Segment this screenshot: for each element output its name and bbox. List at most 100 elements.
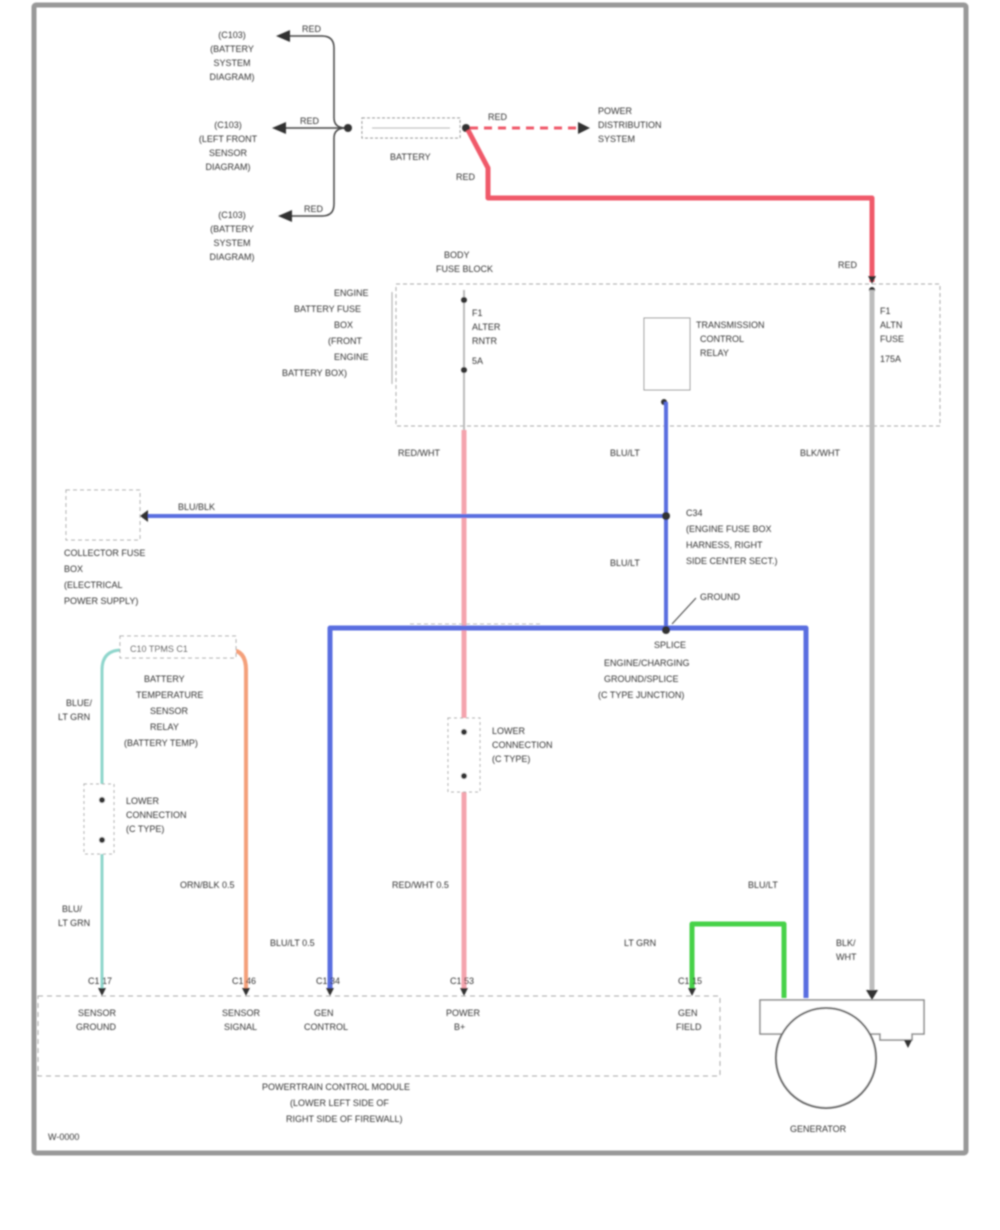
svg-text:SIDE CENTER SECT.): SIDE CENTER SECT.) — [686, 556, 778, 566]
svg-text:C1 53: C1 53 — [450, 976, 474, 986]
fuse-wire-mid-label: BLU/LT — [610, 448, 640, 458]
svg-text:C1 34: C1 34 — [316, 976, 340, 986]
label-red-bottom: RED/WHT 0.5 — [392, 880, 449, 890]
svg-text:BLU/: BLU/ — [62, 904, 83, 914]
svg-text:(LOWER LEFT SIDE OF: (LOWER LEFT SIDE OF — [290, 1098, 389, 1108]
svg-text:COLLECTOR FUSE: COLLECTOR FUSE — [64, 548, 145, 558]
top-left-references: (C103) (BATTERY SYSTEM DIAGRAM) (C103) (… — [199, 24, 324, 262]
ref3-line2: (BATTERY — [210, 224, 254, 234]
red-wire-label-right: RED — [838, 260, 858, 270]
fuse-block-title-line1: BODY — [444, 250, 470, 260]
power-dist-line2: DISTRIBUTION — [598, 120, 662, 130]
svg-text:HARNESS, RIGHT: HARNESS, RIGHT — [686, 540, 763, 550]
label-green: LT GRN — [624, 938, 656, 948]
svg-text:TEMPERATURE: TEMPERATURE — [136, 690, 203, 700]
arrow-generator-icon — [866, 990, 878, 1000]
tag-ref3: RED — [304, 204, 324, 214]
svg-text:BLU/BLK: BLU/BLK — [178, 502, 215, 512]
ref3-line4: DIAGRAM) — [210, 252, 255, 262]
node-blue-left-box — [662, 512, 670, 520]
svg-text:RELAY: RELAY — [150, 722, 179, 732]
fuse-left: F1 ALTER RNTR 5A — [461, 290, 501, 430]
generator-symbol: GENERATOR — [759, 999, 925, 1134]
power-dist-line1: POWER — [598, 106, 633, 116]
svg-text:POWER: POWER — [446, 1008, 481, 1018]
svg-text:TRANSMISSION: TRANSMISSION — [696, 320, 765, 330]
svg-text:C1 17: C1 17 — [88, 976, 112, 986]
ref1-line2: (BATTERY — [210, 44, 254, 54]
battery-branch-wires — [286, 35, 347, 217]
svg-text:ALTN: ALTN — [880, 320, 902, 330]
svg-text:C1 46: C1 46 — [232, 976, 256, 986]
splice-right-label: C34 (ENGINE FUSE BOX HARNESS, RIGHT SIDE… — [610, 508, 778, 568]
pcm-outline — [37, 995, 721, 1077]
svg-text:LOWER: LOWER — [126, 796, 160, 806]
svg-text:CONTROL: CONTROL — [700, 334, 744, 344]
battery-branch-node — [344, 124, 352, 132]
svg-text:BLUE/: BLUE/ — [66, 698, 93, 708]
lower-connector-left: LOWER CONNECTION (C TYPE) — [83, 783, 187, 855]
svg-text:(C TYPE JUNCTION): (C TYPE JUNCTION) — [598, 690, 684, 700]
wire-green-gen-field — [689, 921, 787, 998]
battery-label: BATTERY — [390, 152, 431, 162]
footer-code: W-0000 — [48, 1132, 79, 1142]
ref2-line1: (C103) — [214, 120, 242, 130]
svg-text:SIGNAL: SIGNAL — [224, 1022, 257, 1032]
svg-text:B+: B+ — [454, 1022, 465, 1032]
lower-connector-middle: LOWER CONNECTION (C TYPE) — [447, 717, 553, 793]
ref3-line3: SYSTEM — [213, 238, 250, 248]
battery-wire-top-label: RED — [488, 112, 508, 122]
svg-text:C1 15: C1 15 — [678, 976, 702, 986]
arrow-ref3-icon — [278, 210, 292, 222]
svg-text:BOX: BOX — [334, 320, 353, 330]
svg-text:SPLICE: SPLICE — [654, 640, 686, 650]
fuse-wire-right-label: BLK/WHT — [800, 448, 841, 458]
arrow-ref1-icon — [276, 30, 290, 42]
svg-text:(ELECTRICAL: (ELECTRICAL — [64, 580, 123, 590]
outer-frame — [31, 2, 969, 1156]
svg-text:(ENGINE FUSE BOX: (ENGINE FUSE BOX — [686, 524, 772, 534]
svg-text:RIGHT SIDE OF FIREWALL): RIGHT SIDE OF FIREWALL) — [286, 1114, 403, 1124]
pcm-label: POWERTRAIN CONTROL MODULE (LOWER LEFT SI… — [262, 1082, 410, 1124]
svg-text:SENSOR: SENSOR — [150, 706, 189, 716]
svg-text:(C TYPE): (C TYPE) — [126, 824, 164, 834]
svg-text:BATTERY FUSE: BATTERY FUSE — [294, 304, 361, 314]
wire-orange-sensor-signal — [229, 648, 248, 988]
fuse-block-side-label: ENGINE BATTERY FUSE BOX (FRONT ENGINE BA… — [282, 288, 369, 378]
fuse-wire-left-label: RED/WHT — [398, 448, 440, 458]
svg-text:CONNECTION: CONNECTION — [126, 810, 187, 820]
svg-text:RELAY: RELAY — [700, 348, 729, 358]
svg-text:POWER SUPPLY): POWER SUPPLY) — [64, 596, 138, 606]
svg-text:SENSOR: SENSOR — [78, 1008, 117, 1018]
fuse-block-title-line2: FUSE BLOCK — [436, 264, 493, 274]
svg-text:5A: 5A — [472, 356, 483, 366]
svg-text:LT GRN: LT GRN — [58, 918, 90, 928]
svg-text:LOWER: LOWER — [492, 726, 526, 736]
ref2-line4: DIAGRAM) — [206, 162, 251, 172]
svg-text:LT GRN: LT GRN — [58, 712, 90, 722]
svg-text:FIELD: FIELD — [676, 1022, 702, 1032]
ref1-line4: DIAGRAM) — [210, 72, 255, 82]
svg-text:(BATTERY TEMP): (BATTERY TEMP) — [124, 738, 198, 748]
svg-text:RNTR: RNTR — [472, 336, 497, 346]
generator-label: GENERATOR — [790, 1124, 847, 1134]
svg-text:ENGINE: ENGINE — [334, 352, 369, 362]
ref3-line1: (C103) — [218, 210, 246, 220]
tag-ref1: RED — [302, 24, 322, 34]
svg-text:POWERTRAIN CONTROL MODULE: POWERTRAIN CONTROL MODULE — [262, 1082, 410, 1092]
svg-text:GEN: GEN — [678, 1008, 698, 1018]
svg-text:175A: 175A — [880, 354, 901, 364]
svg-text:CONTROL: CONTROL — [304, 1022, 348, 1032]
power-dist-line3: SYSTEM — [598, 134, 635, 144]
svg-text:BLU/LT: BLU/LT — [610, 558, 640, 568]
svg-text:FUSE: FUSE — [880, 334, 904, 344]
svg-text:C34: C34 — [686, 508, 703, 518]
svg-text:(C TYPE): (C TYPE) — [492, 754, 530, 764]
svg-text:GROUND: GROUND — [700, 592, 740, 602]
ref1-line3: SYSTEM — [213, 58, 250, 68]
svg-text:CONNECTION: CONNECTION — [492, 740, 553, 750]
transmission-control-relay: TRANSMISSION CONTROL RELAY — [643, 317, 765, 405]
ref2-line3: SENSOR — [209, 148, 248, 158]
label-blue-right-bottom: BLU/LT — [748, 880, 778, 890]
